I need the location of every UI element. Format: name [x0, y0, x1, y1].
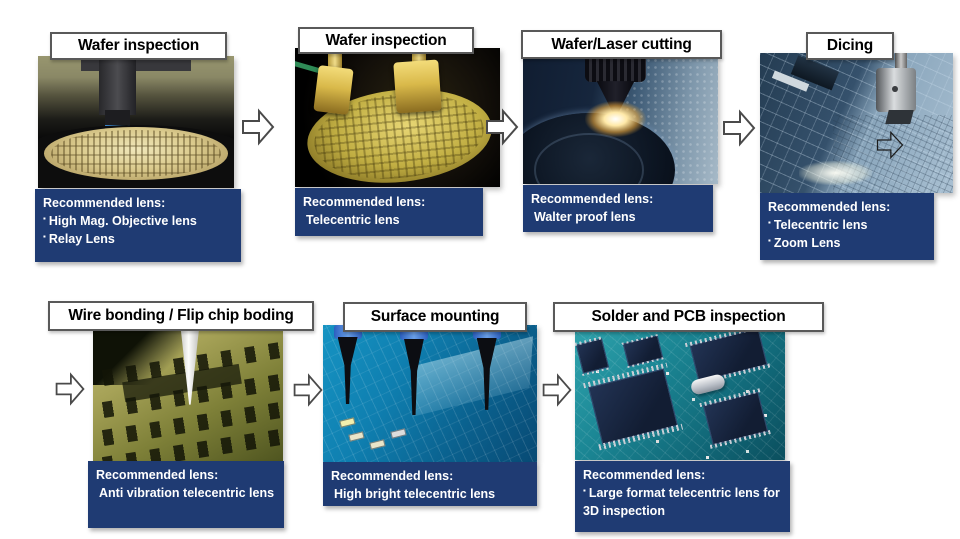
- step1-title-box: Wafer inspection: [50, 32, 227, 60]
- lens-item: Anti vibration telecentric lens: [99, 486, 275, 501]
- lens-item: Telecentric lens: [306, 213, 400, 228]
- step3-title: Wafer/Laser cutting: [551, 35, 692, 53]
- step2-title: Wafer inspection: [325, 31, 447, 49]
- step5-title-box: Wire bonding / Flip chip boding: [48, 301, 314, 331]
- flow-arrow-icon: [723, 109, 756, 147]
- ic-chip-graphic: [587, 368, 678, 445]
- lens-item: ▪Large format telecentric lens for 3D in…: [583, 486, 780, 519]
- square-bullet-icon: ▪: [43, 232, 46, 242]
- caption-label: Recommended lens:: [303, 195, 426, 209]
- step6-title-box: Surface mounting: [343, 302, 527, 332]
- flow-arrow-icon: [55, 372, 85, 406]
- step7-caption-box: Recommended lens: ▪Large format telecent…: [575, 461, 790, 532]
- step4-caption-box: Recommended lens: ▪Telecentric lens ▪Zoo…: [760, 193, 934, 260]
- pick-nozzle-graphic: [472, 325, 501, 410]
- photo-wafer-inspection-machine: [38, 56, 234, 188]
- laser-spark-graphic: [585, 101, 646, 137]
- step6-caption-box: Recommended lens: High bright telecentri…: [323, 462, 537, 506]
- lens-item: High bright telecentric lens: [334, 487, 496, 502]
- photo-dicing-saw: [760, 53, 953, 193]
- step5-title: Wire bonding / Flip chip boding: [68, 307, 294, 324]
- square-bullet-icon: ▪: [768, 218, 771, 228]
- lens-item: Walter proof lens: [534, 210, 636, 225]
- photo-laser-cutting-wafer: [523, 57, 718, 184]
- caption-label: Recommended lens:: [531, 192, 654, 206]
- step3-caption-box: Recommended lens: Walter proof lens: [523, 185, 713, 232]
- caption-label: Recommended lens:: [583, 468, 706, 482]
- flow-arrow-icon: [293, 373, 323, 407]
- step7-title-box: Solder and PCB inspection: [553, 302, 824, 332]
- lens-item: ▪Relay Lens: [43, 232, 115, 247]
- photo-wafer-on-prober: [295, 48, 500, 187]
- step4-title-box: Dicing: [806, 32, 894, 60]
- caption-label: Recommended lens:: [43, 196, 166, 210]
- step2-caption-box: Recommended lens: Telecentric lens: [295, 188, 483, 236]
- step1-caption-box: Recommended lens: ▪High Mag. Objective l…: [35, 189, 241, 262]
- lens-item: ▪Telecentric lens: [768, 218, 868, 233]
- clamp-graphic: [312, 65, 354, 116]
- wafer-graphic: [43, 127, 229, 181]
- square-bullet-icon: ▪: [583, 486, 586, 496]
- caption-label: Recommended lens:: [96, 468, 219, 482]
- flow-arrow-icon: [486, 108, 519, 146]
- lens-item: ▪Zoom Lens: [768, 236, 841, 251]
- step7-title: Solder and PCB inspection: [591, 308, 786, 325]
- photo-surface-mounting: [323, 325, 537, 462]
- square-bullet-icon: ▪: [768, 236, 771, 246]
- step1-title: Wafer inspection: [77, 37, 200, 54]
- photo-solder-pcb-inspection: [575, 331, 785, 460]
- step4-title: Dicing: [826, 37, 874, 54]
- flow-arrow-icon: [542, 373, 572, 407]
- step3-title-box: Wafer/Laser cutting: [521, 30, 722, 59]
- photo-wire-bonding: [93, 330, 283, 461]
- pick-nozzle-graphic: [400, 325, 428, 416]
- step6-title: Surface mounting: [370, 308, 500, 325]
- laser-head-graphic: [585, 57, 646, 83]
- dicing-spindle-graphic: [875, 68, 917, 112]
- lens-item: ▪High Mag. Objective lens: [43, 214, 197, 229]
- flow-arrow-outline-icon: [876, 130, 904, 160]
- step2-title-box: Wafer inspection: [298, 27, 474, 54]
- caption-label: Recommended lens:: [331, 469, 454, 483]
- step5-caption-box: Recommended lens: Anti vibration telecen…: [88, 461, 284, 528]
- square-bullet-icon: ▪: [43, 214, 46, 224]
- caption-label: Recommended lens:: [768, 200, 891, 214]
- pick-nozzle-graphic: [333, 325, 362, 405]
- clamp-graphic: [393, 58, 443, 114]
- flow-arrow-icon: [242, 108, 275, 146]
